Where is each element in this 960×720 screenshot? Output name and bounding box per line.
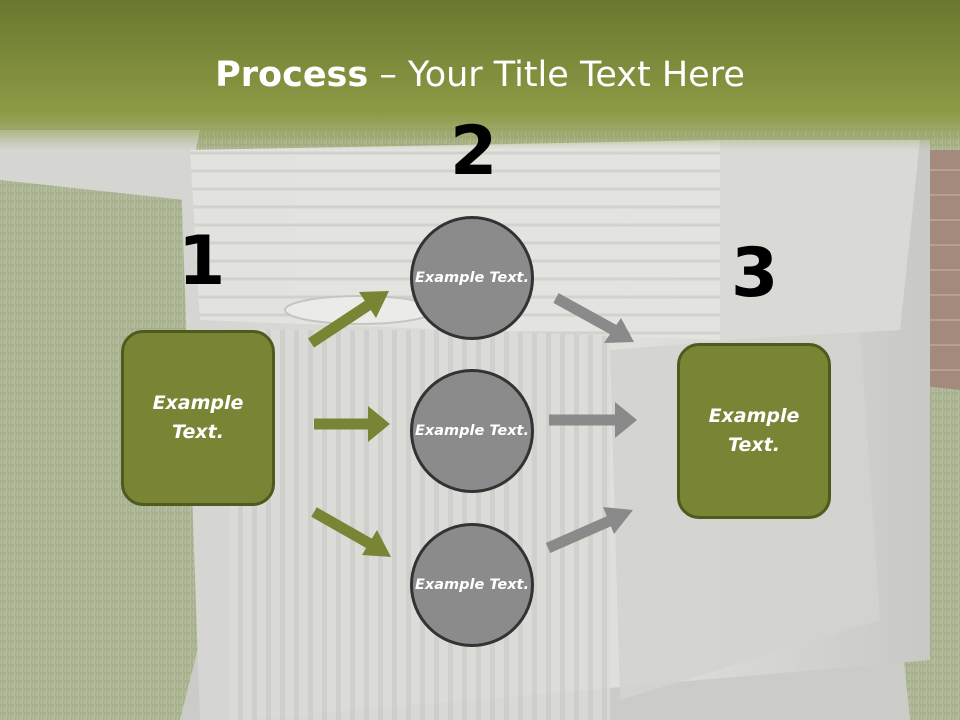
arrow-to-bottom-circle [311, 507, 391, 557]
circle-middle-label: Example Text. [414, 422, 530, 439]
step-2-circle-bottom: Example Text. [410, 523, 534, 647]
title-bold: Process [215, 55, 369, 95]
step-3-box: Example Text. [677, 343, 831, 519]
step-1-box: Example Text. [121, 330, 275, 506]
arrow-from-middle-circle [549, 402, 637, 438]
step-2-circle-top: Example Text. [410, 216, 534, 340]
step-number-1: 1 [178, 222, 226, 301]
slide-title: Process – Your Title Text Here [0, 52, 960, 98]
step-number-2: 2 [450, 112, 498, 191]
step-number-3: 3 [731, 234, 779, 313]
step-3-label: Example Text. [708, 405, 800, 456]
step-2-circle-middle: Example Text. [410, 369, 534, 493]
arrow-from-bottom-circle [545, 507, 633, 554]
step-1-label: Example Text. [152, 392, 244, 443]
arrow-from-top-circle [553, 293, 634, 343]
title-rest: – Your Title Text Here [368, 55, 745, 95]
arrow-to-top-circle [307, 291, 389, 348]
arrow-to-middle-circle [314, 406, 390, 442]
circle-bottom-label: Example Text. [414, 576, 530, 593]
circle-top-label: Example Text. [414, 269, 530, 286]
